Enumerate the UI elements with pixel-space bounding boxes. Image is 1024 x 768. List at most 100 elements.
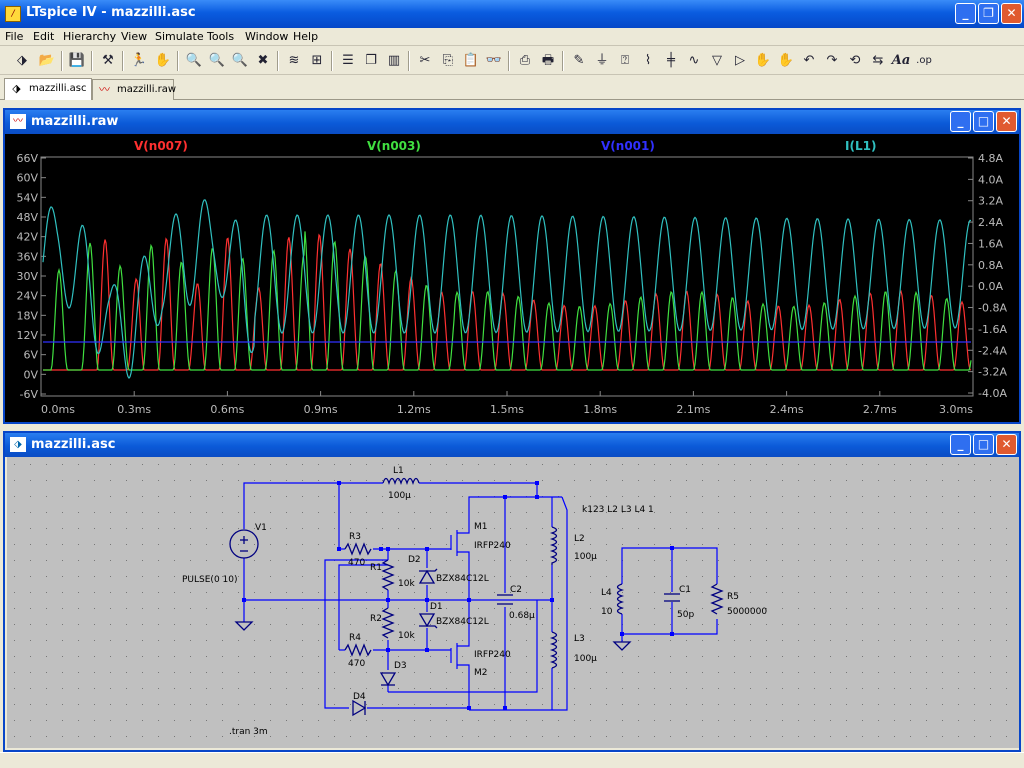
autorange-icon[interactable]: ≋ [288, 53, 300, 68]
mirror-icon[interactable]: ⇆ [872, 53, 884, 68]
minimize-button[interactable]: _ [950, 111, 971, 132]
voltage-source-v1[interactable] [229, 529, 259, 559]
paste-icon[interactable]: 📋 [462, 53, 480, 68]
schematic-label-v1[interactable]: V1 [255, 523, 267, 533]
trace-legend-label[interactable]: V(n001) [601, 139, 655, 153]
control-panel-icon[interactable]: ⚒ [102, 53, 114, 68]
print-icon[interactable]: 🖶 [541, 53, 555, 68]
schematic-label-r3[interactable]: R3 [349, 532, 361, 542]
zener-diode-d2[interactable] [418, 568, 438, 584]
copy-icon[interactable]: ⎘ [442, 53, 454, 68]
schematic-label-l3[interactable]: L3 [574, 634, 585, 644]
schematic-label-l1[interactable]: L1 [393, 466, 404, 476]
inductor-l1[interactable] [382, 477, 420, 486]
rotate-icon[interactable]: ⟲ [849, 53, 861, 68]
resistor-r3[interactable] [344, 542, 372, 556]
capacitor-icon[interactable]: ╪ [667, 53, 675, 68]
zener-diode-d1[interactable] [418, 613, 438, 629]
schematic-label-c2[interactable]: C2 [510, 585, 522, 595]
schematic-label-r4v[interactable]: 470 [348, 659, 365, 669]
resistor-r5[interactable] [710, 583, 724, 615]
schematic-label-d2v[interactable]: BZX84C12L [436, 574, 489, 584]
component-icon[interactable]: ▷ [735, 53, 745, 68]
save-icon[interactable]: 💾 [68, 53, 86, 68]
schematic-label-r5v[interactable]: 5000000 [727, 607, 767, 617]
schematic-label-l4v[interactable]: 10 [601, 607, 613, 617]
drag-icon[interactable]: ✋ [777, 53, 795, 68]
schematic-label-c1v[interactable]: 50p [677, 610, 694, 620]
tab-mazzilli-raw[interactable]: 〰 mazzilli.raw [92, 79, 176, 100]
menu-simulate[interactable]: Simulate [155, 30, 204, 43]
cut-icon[interactable]: ✂ [419, 53, 431, 68]
find-icon[interactable]: 👓 [485, 53, 503, 68]
open-schematic-icon[interactable]: ⬗ [17, 53, 27, 68]
tab-mazzilli-asc[interactable]: ⬗ mazzilli.asc [4, 78, 92, 100]
diode-icon[interactable]: ▽ [712, 53, 722, 68]
spice-directive-icon[interactable]: .op [916, 55, 932, 66]
tile-horizontal-icon[interactable]: ☰ [342, 53, 354, 68]
menu-file[interactable]: File [5, 30, 24, 43]
resistor-icon[interactable]: ⌇ [644, 53, 652, 68]
schematic-label-l1v[interactable]: 100µ [388, 491, 411, 501]
pan-icon[interactable]: ✋ [154, 53, 172, 68]
resistor-r2[interactable] [381, 607, 395, 639]
resistor-r4[interactable] [344, 643, 372, 657]
diode-d3[interactable] [379, 672, 397, 687]
menu-hierarchy[interactable]: Hierarchy [63, 30, 117, 43]
schematic-label-d3[interactable]: D3 [394, 661, 407, 671]
maximize-button[interactable]: □ [973, 434, 994, 455]
schematic-label-c2v[interactable]: 0.68µ [509, 611, 535, 621]
ground-icon[interactable]: ⏚ [595, 53, 609, 68]
open-file-icon[interactable]: 📂 [38, 53, 56, 68]
schematic-label-r1[interactable]: R1 [370, 563, 382, 573]
schematic-label-v1v[interactable]: PULSE(0 10) [182, 575, 238, 585]
waveform-window[interactable]: 〰 mazzilli.raw _ □ ✕ V(n007) V(n003) V(n00… [3, 108, 1021, 424]
zoom-area-icon[interactable]: 🔍 [208, 53, 226, 68]
zoom-cancel-icon[interactable]: ✖ [257, 53, 269, 68]
inductor-l4[interactable] [616, 583, 625, 615]
trace-legend-label[interactable]: V(n003) [367, 139, 421, 153]
undo-icon[interactable]: ↶ [803, 53, 815, 68]
schematic-label-l2v[interactable]: 100µ [574, 552, 597, 562]
app-title-bar[interactable]: / LTspice IV - mazzilli.asc _ ❐ ✕ [0, 0, 1024, 28]
schematic-label-l4[interactable]: L4 [601, 588, 612, 598]
minimize-button[interactable]: _ [955, 3, 976, 24]
waveform-window-title-bar[interactable]: 〰 mazzilli.raw _ □ ✕ [5, 110, 1019, 134]
schematic-label-d1[interactable]: D1 [430, 602, 443, 612]
schematic-window-title-bar[interactable]: ⬗ mazzilli.asc _ □ ✕ [5, 433, 1019, 457]
menu-window[interactable]: Window [245, 30, 289, 43]
trace-legend-label[interactable]: V(n007) [134, 139, 188, 153]
schematic-label-d1v[interactable]: BZX84C12L [436, 617, 489, 627]
schematic-label-l2[interactable]: L2 [574, 534, 585, 544]
menu-help[interactable]: Help [293, 30, 319, 43]
fit-icon[interactable]: ⊞ [311, 53, 323, 68]
inductor-icon[interactable]: ∿ [688, 53, 700, 68]
schematic-window[interactable]: ⬗ mazzilli.asc _ □ ✕ [3, 431, 1021, 752]
schematic-label-tran[interactable]: .tran 3m [229, 727, 268, 737]
schematic-label-l3v[interactable]: 100µ [574, 654, 597, 664]
text-icon[interactable]: Aa [891, 53, 911, 68]
menu-tools[interactable]: Tools [207, 30, 235, 43]
trace-legend-label[interactable]: I(L1) [845, 139, 876, 153]
schematic-label-r2v[interactable]: 10k [398, 631, 415, 641]
run-icon[interactable]: 🏃 [130, 53, 148, 68]
schematic-label-c1[interactable]: C1 [679, 585, 691, 595]
inductor-l2[interactable] [549, 526, 558, 565]
schematic-label-r3v[interactable]: 470 [348, 558, 365, 568]
diode-d4[interactable] [352, 699, 367, 717]
label-net-icon[interactable]: ⍰ [621, 53, 629, 68]
print-setup-icon[interactable]: ⎙ [519, 53, 531, 68]
capacitor-c2[interactable] [497, 594, 513, 605]
draw-wire-icon[interactable]: ✎ [573, 53, 585, 68]
tile-vertical-icon[interactable]: ▥ [387, 53, 401, 68]
capacitor-c1[interactable] [664, 593, 680, 602]
schematic-label-m2v[interactable]: IRFP240 [474, 650, 511, 660]
schematic-label-r2[interactable]: R2 [370, 614, 382, 624]
menu-view[interactable]: View [121, 30, 148, 43]
minimize-button[interactable]: _ [950, 434, 971, 455]
schematic-label-r1v[interactable]: 10k [398, 579, 415, 589]
close-button[interactable]: ✕ [1001, 3, 1022, 24]
inductor-l3[interactable] [549, 631, 558, 669]
resistor-r1[interactable] [381, 559, 395, 591]
